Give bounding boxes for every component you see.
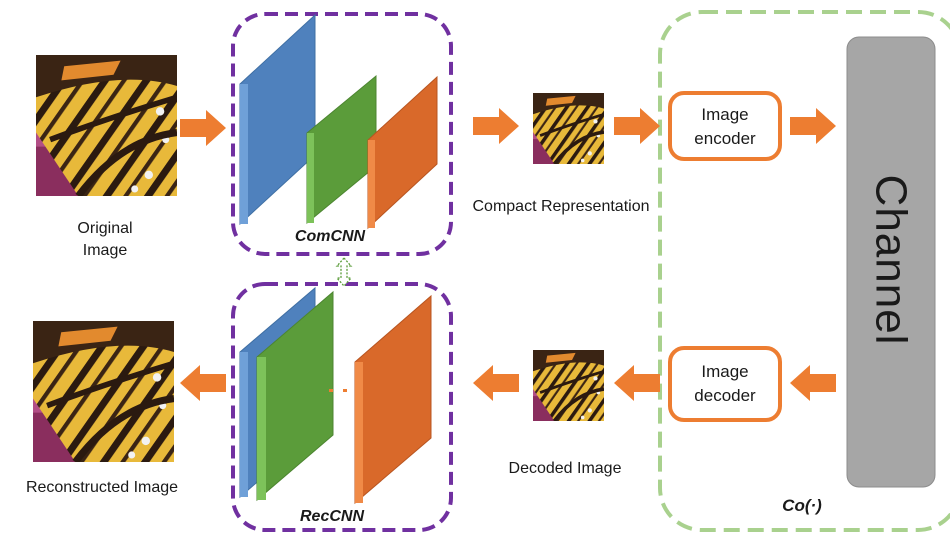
arrow-channel-to-decoder <box>790 365 836 401</box>
compact-representation-image <box>533 93 604 164</box>
arrow-decoder-to-decoded <box>614 365 660 401</box>
reccnn-label: RecCNN <box>299 508 364 525</box>
image-encoder-label-line2: encoder <box>694 129 756 148</box>
original-image-label-line2: Image <box>82 242 128 259</box>
channel-label-wrap: Channel <box>845 35 935 485</box>
image-decoder-label-line2: decoder <box>694 386 756 405</box>
comcnn-label: ComCNN <box>294 228 366 245</box>
arrow-reccnn-to-reconstructed <box>180 365 226 401</box>
compact-representation-label: Compact Representation <box>472 198 650 215</box>
image-encoder-label-line1: Image <box>701 105 749 124</box>
double-headed-arrow-icon <box>335 257 353 287</box>
decoded-image-label: Decoded Image <box>508 460 622 477</box>
reccnn-box <box>231 282 453 532</box>
original-image-label-line1: Original <box>77 220 133 237</box>
image-decoder-box[interactable] <box>668 346 782 422</box>
reconstructed-image <box>33 321 174 462</box>
comcnn-layer-orange <box>367 75 438 230</box>
image-encoder-label: Image encoder <box>672 103 778 151</box>
codec-label: Co(·) <box>782 496 822 515</box>
reconstructed-image-label: Reconstructed Image <box>25 479 179 496</box>
arrow-original-to-comcnn <box>180 110 226 146</box>
decoded-image <box>533 350 604 421</box>
codec-region <box>658 10 950 532</box>
image-encoder-box[interactable] <box>668 91 782 161</box>
reccnn-layer-green <box>256 290 334 502</box>
channel-label: Channel <box>866 174 915 346</box>
original-image <box>36 55 177 196</box>
comcnn-layer-green <box>306 74 377 225</box>
reccnn-layer-orange <box>354 294 432 505</box>
image-decoder-label-line1: Image <box>701 362 749 381</box>
arrow-encoder-to-channel <box>790 108 836 144</box>
arrow-compact-to-encoder <box>614 108 660 144</box>
arrow-comcnn-to-compact <box>473 108 519 144</box>
comcnn-layer-blue <box>239 13 316 226</box>
arrow-decoded-to-reccnn <box>473 365 519 401</box>
comcnn-box <box>231 12 453 256</box>
image-decoder-label: Image decoder <box>672 360 778 408</box>
reccnn-ellipsis-dots <box>329 389 347 392</box>
channel-block <box>846 36 936 488</box>
original-image-label: Original Image <box>55 218 155 262</box>
